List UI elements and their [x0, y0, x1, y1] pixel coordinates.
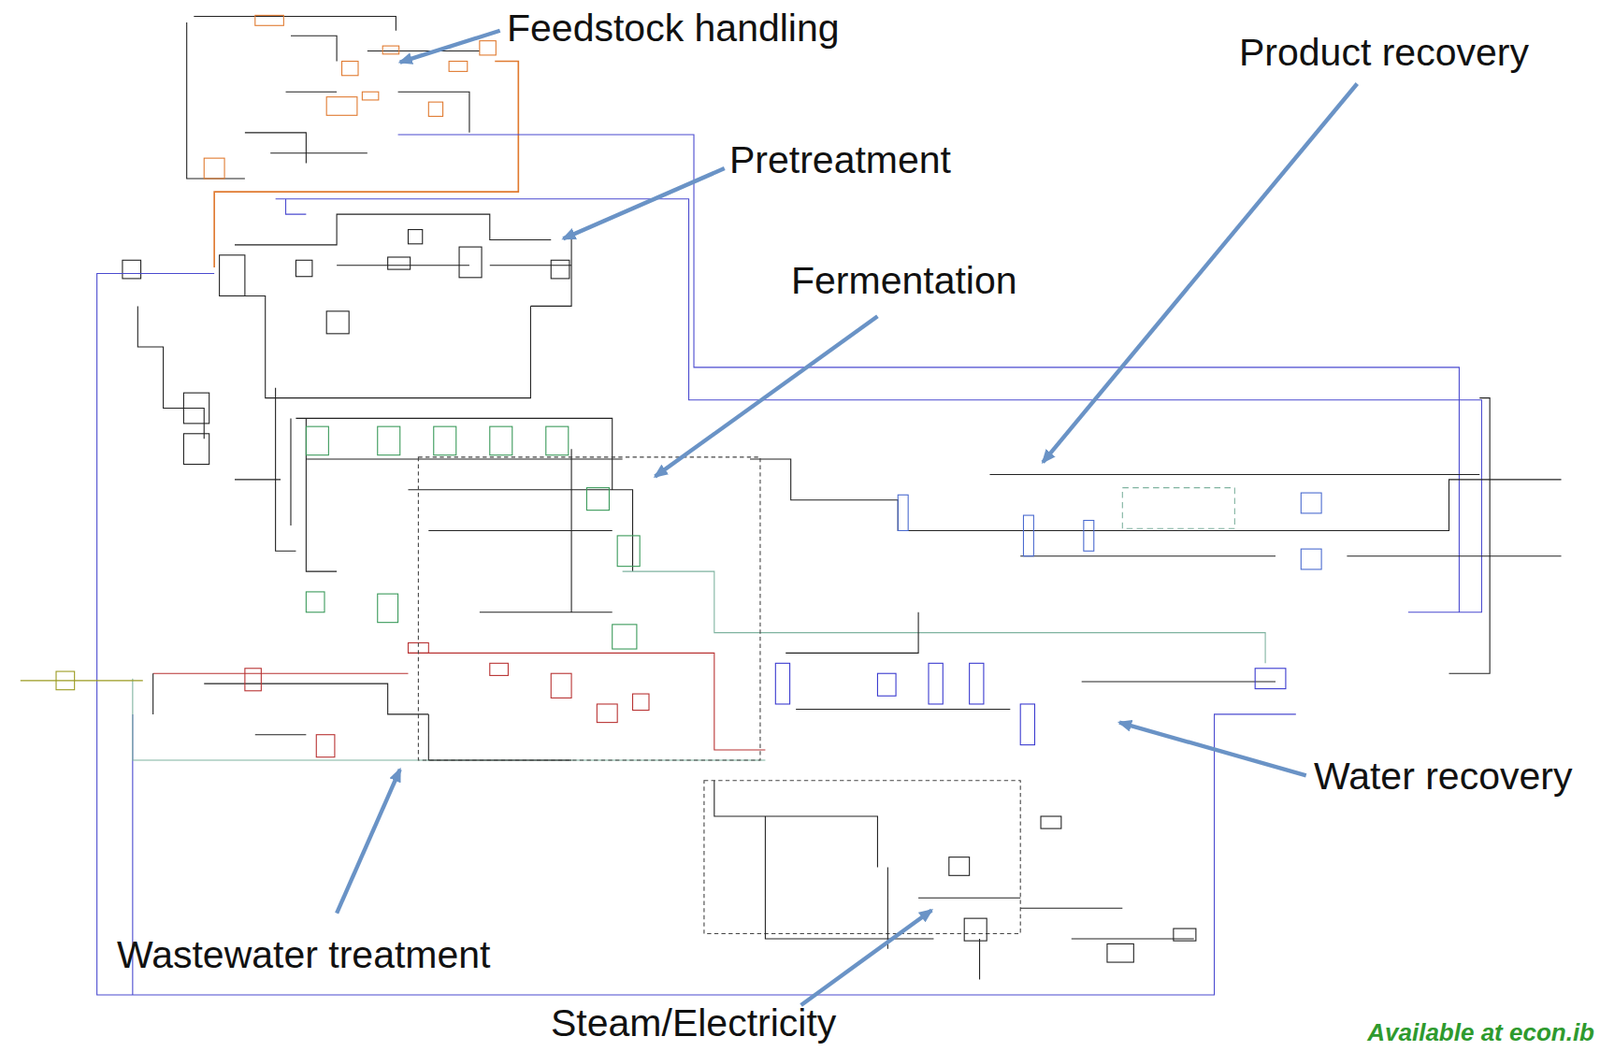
section-label: Fermentation [791, 258, 1018, 304]
source-note: Available at econ.ib [1367, 1019, 1595, 1047]
section-label: Wastewater treatment [116, 932, 491, 979]
section-label: Steam/Electricity [550, 1000, 837, 1047]
section-label: Feedstock handling [506, 5, 840, 52]
section-label: Water recovery [1313, 753, 1572, 800]
section-label: Product recovery [1239, 29, 1529, 76]
section-label: Pretreatment [729, 137, 952, 184]
